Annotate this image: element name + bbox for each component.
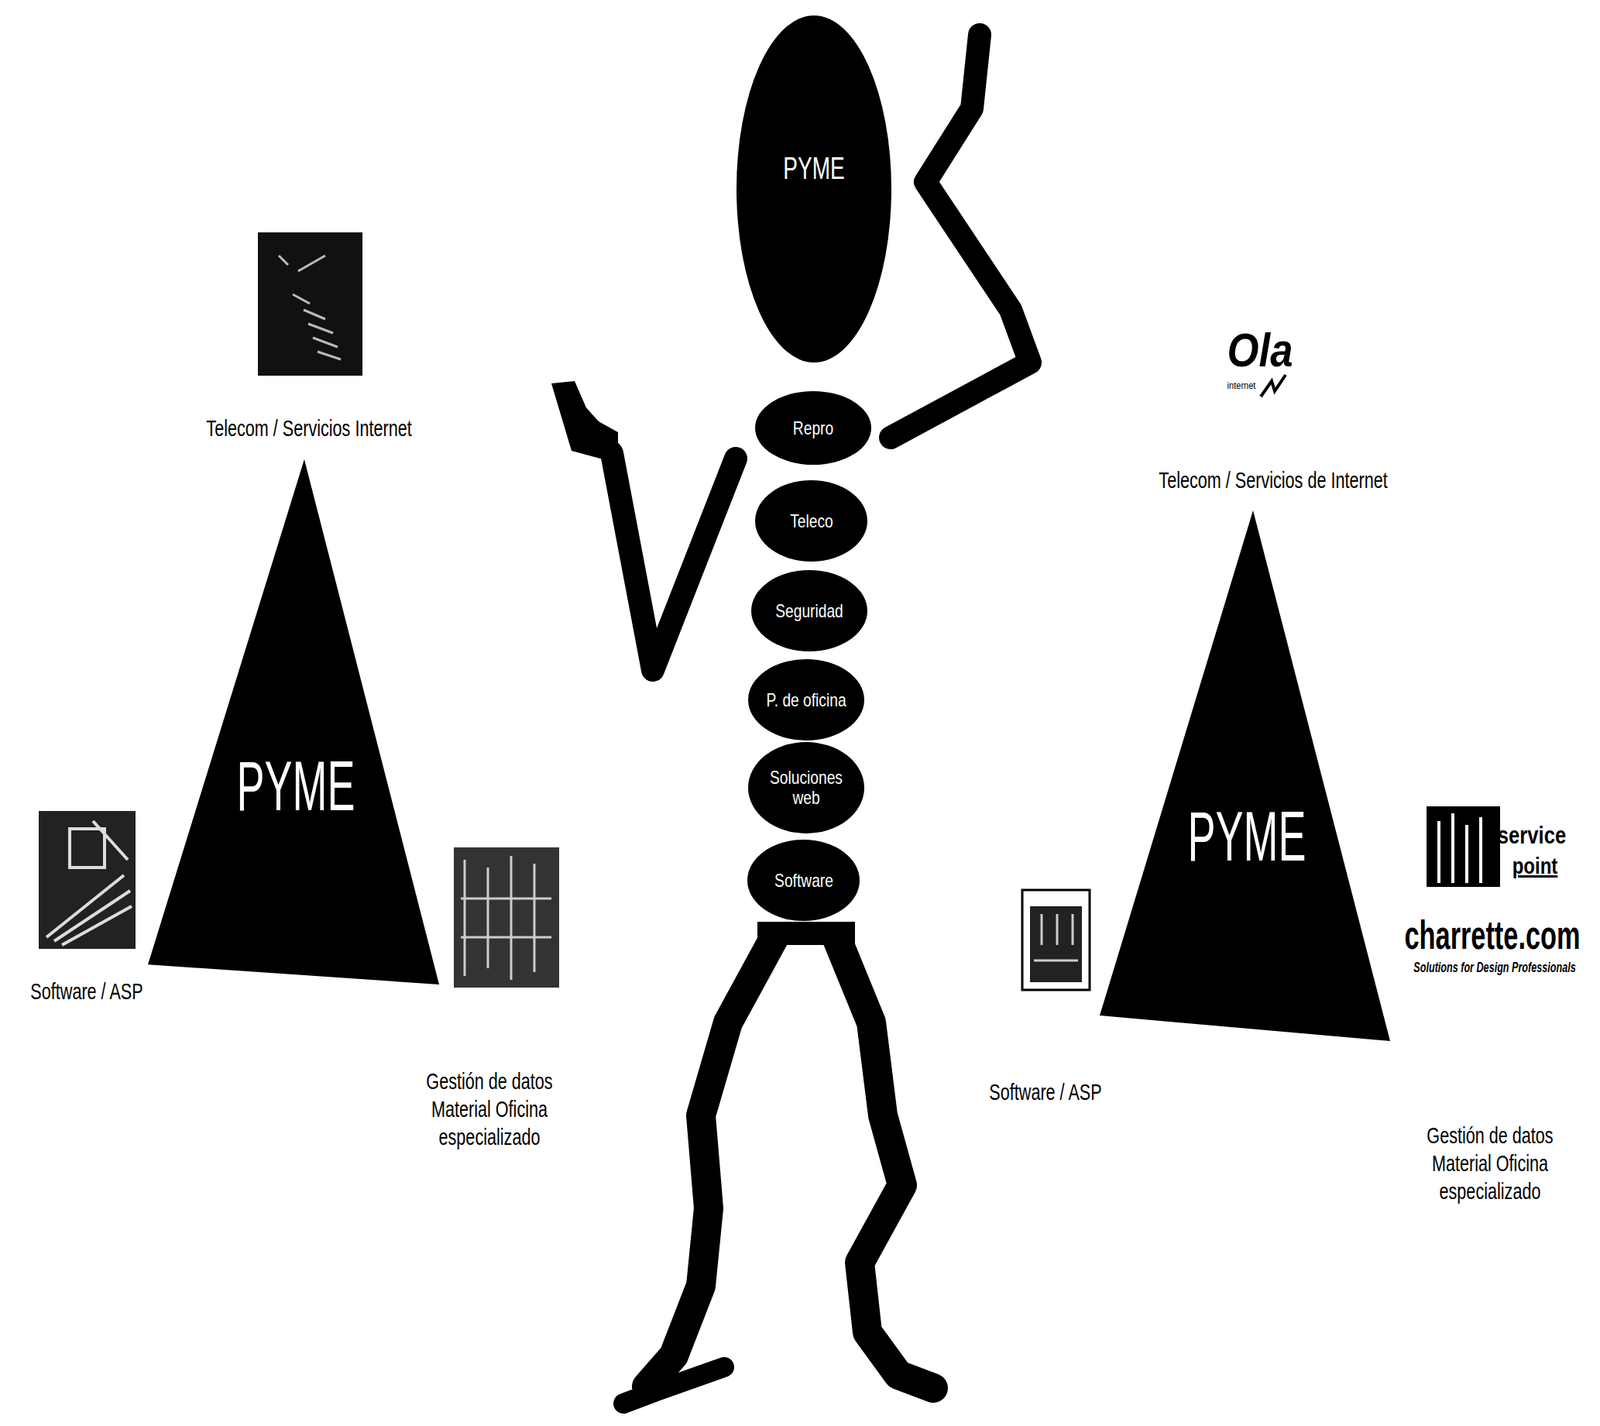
logo-text: internet <box>1227 379 1257 392</box>
node-shape <box>147 459 440 985</box>
vertex-label: Software / ASP <box>988 1078 1102 1106</box>
ellipse-shape <box>747 839 860 921</box>
logo-text: Ola <box>1227 321 1294 379</box>
service-point-logo-mark <box>1426 806 1501 887</box>
ellipse-shape <box>736 15 892 363</box>
ellipse-node: Soluciones web <box>748 741 865 834</box>
ellipse-shape <box>755 391 872 465</box>
triangle-node: PYME <box>1099 510 1391 1041</box>
node-shape <box>736 15 892 363</box>
vertex-label: Gestión de datos Material Oficina especi… <box>408 1067 571 1151</box>
ellipse-shape <box>751 569 868 652</box>
ola-logo-mark <box>1260 374 1286 397</box>
software-box-picture <box>1022 889 1090 990</box>
ellipse-node: P. de oficina <box>748 659 865 741</box>
data-management-picture <box>453 847 560 988</box>
right-arm <box>890 34 1031 438</box>
triangle-node: PYME <box>147 459 440 985</box>
pelvis <box>757 921 855 945</box>
node-label: Soluciones web <box>765 767 847 809</box>
left-foot <box>623 1366 725 1404</box>
ellipse-node: Seguridad <box>751 569 868 652</box>
ellipse-node: PYME <box>736 15 892 363</box>
node-label: P. de oficina <box>765 689 846 710</box>
software-picture <box>38 810 136 949</box>
vertex-label: Telecom / Servicios de Internet <box>1158 466 1388 495</box>
triangle-shape <box>1099 510 1391 1041</box>
ellipse-node: Teleco <box>755 480 868 562</box>
logo-text: charrette.com <box>1404 910 1581 959</box>
node-label: Repro <box>793 417 834 438</box>
vertex-label: Software / ASP <box>30 977 143 1006</box>
node-shape <box>1099 510 1391 1041</box>
triangle-shape <box>147 459 440 985</box>
left-leg <box>646 937 775 1387</box>
logo-text: Solutions for Design Professionals <box>1413 959 1576 977</box>
node-label: Software <box>774 869 834 890</box>
node-label: Seguridad <box>775 600 844 621</box>
ellipse-node: Software <box>747 839 860 921</box>
ellipse-shape <box>748 659 865 741</box>
logo-text: point <box>1512 851 1559 880</box>
ellipse-shape <box>748 741 865 834</box>
right-leg <box>836 937 934 1388</box>
vertex-label: Gestión de datos Material Oficina especi… <box>1409 1121 1572 1206</box>
node-label: PYME <box>1187 798 1307 876</box>
node-label: Teleco <box>789 510 834 531</box>
ellipse-node: Repro <box>755 391 872 465</box>
telecom-picture <box>257 232 363 376</box>
node-label: PYME <box>236 747 355 825</box>
left-hand <box>551 381 619 464</box>
logo-text: service <box>1497 820 1566 850</box>
node-label: PYME <box>782 151 845 186</box>
ellipse-shape <box>755 480 868 562</box>
vertex-label: Telecom / Servicios Internet <box>206 414 412 443</box>
